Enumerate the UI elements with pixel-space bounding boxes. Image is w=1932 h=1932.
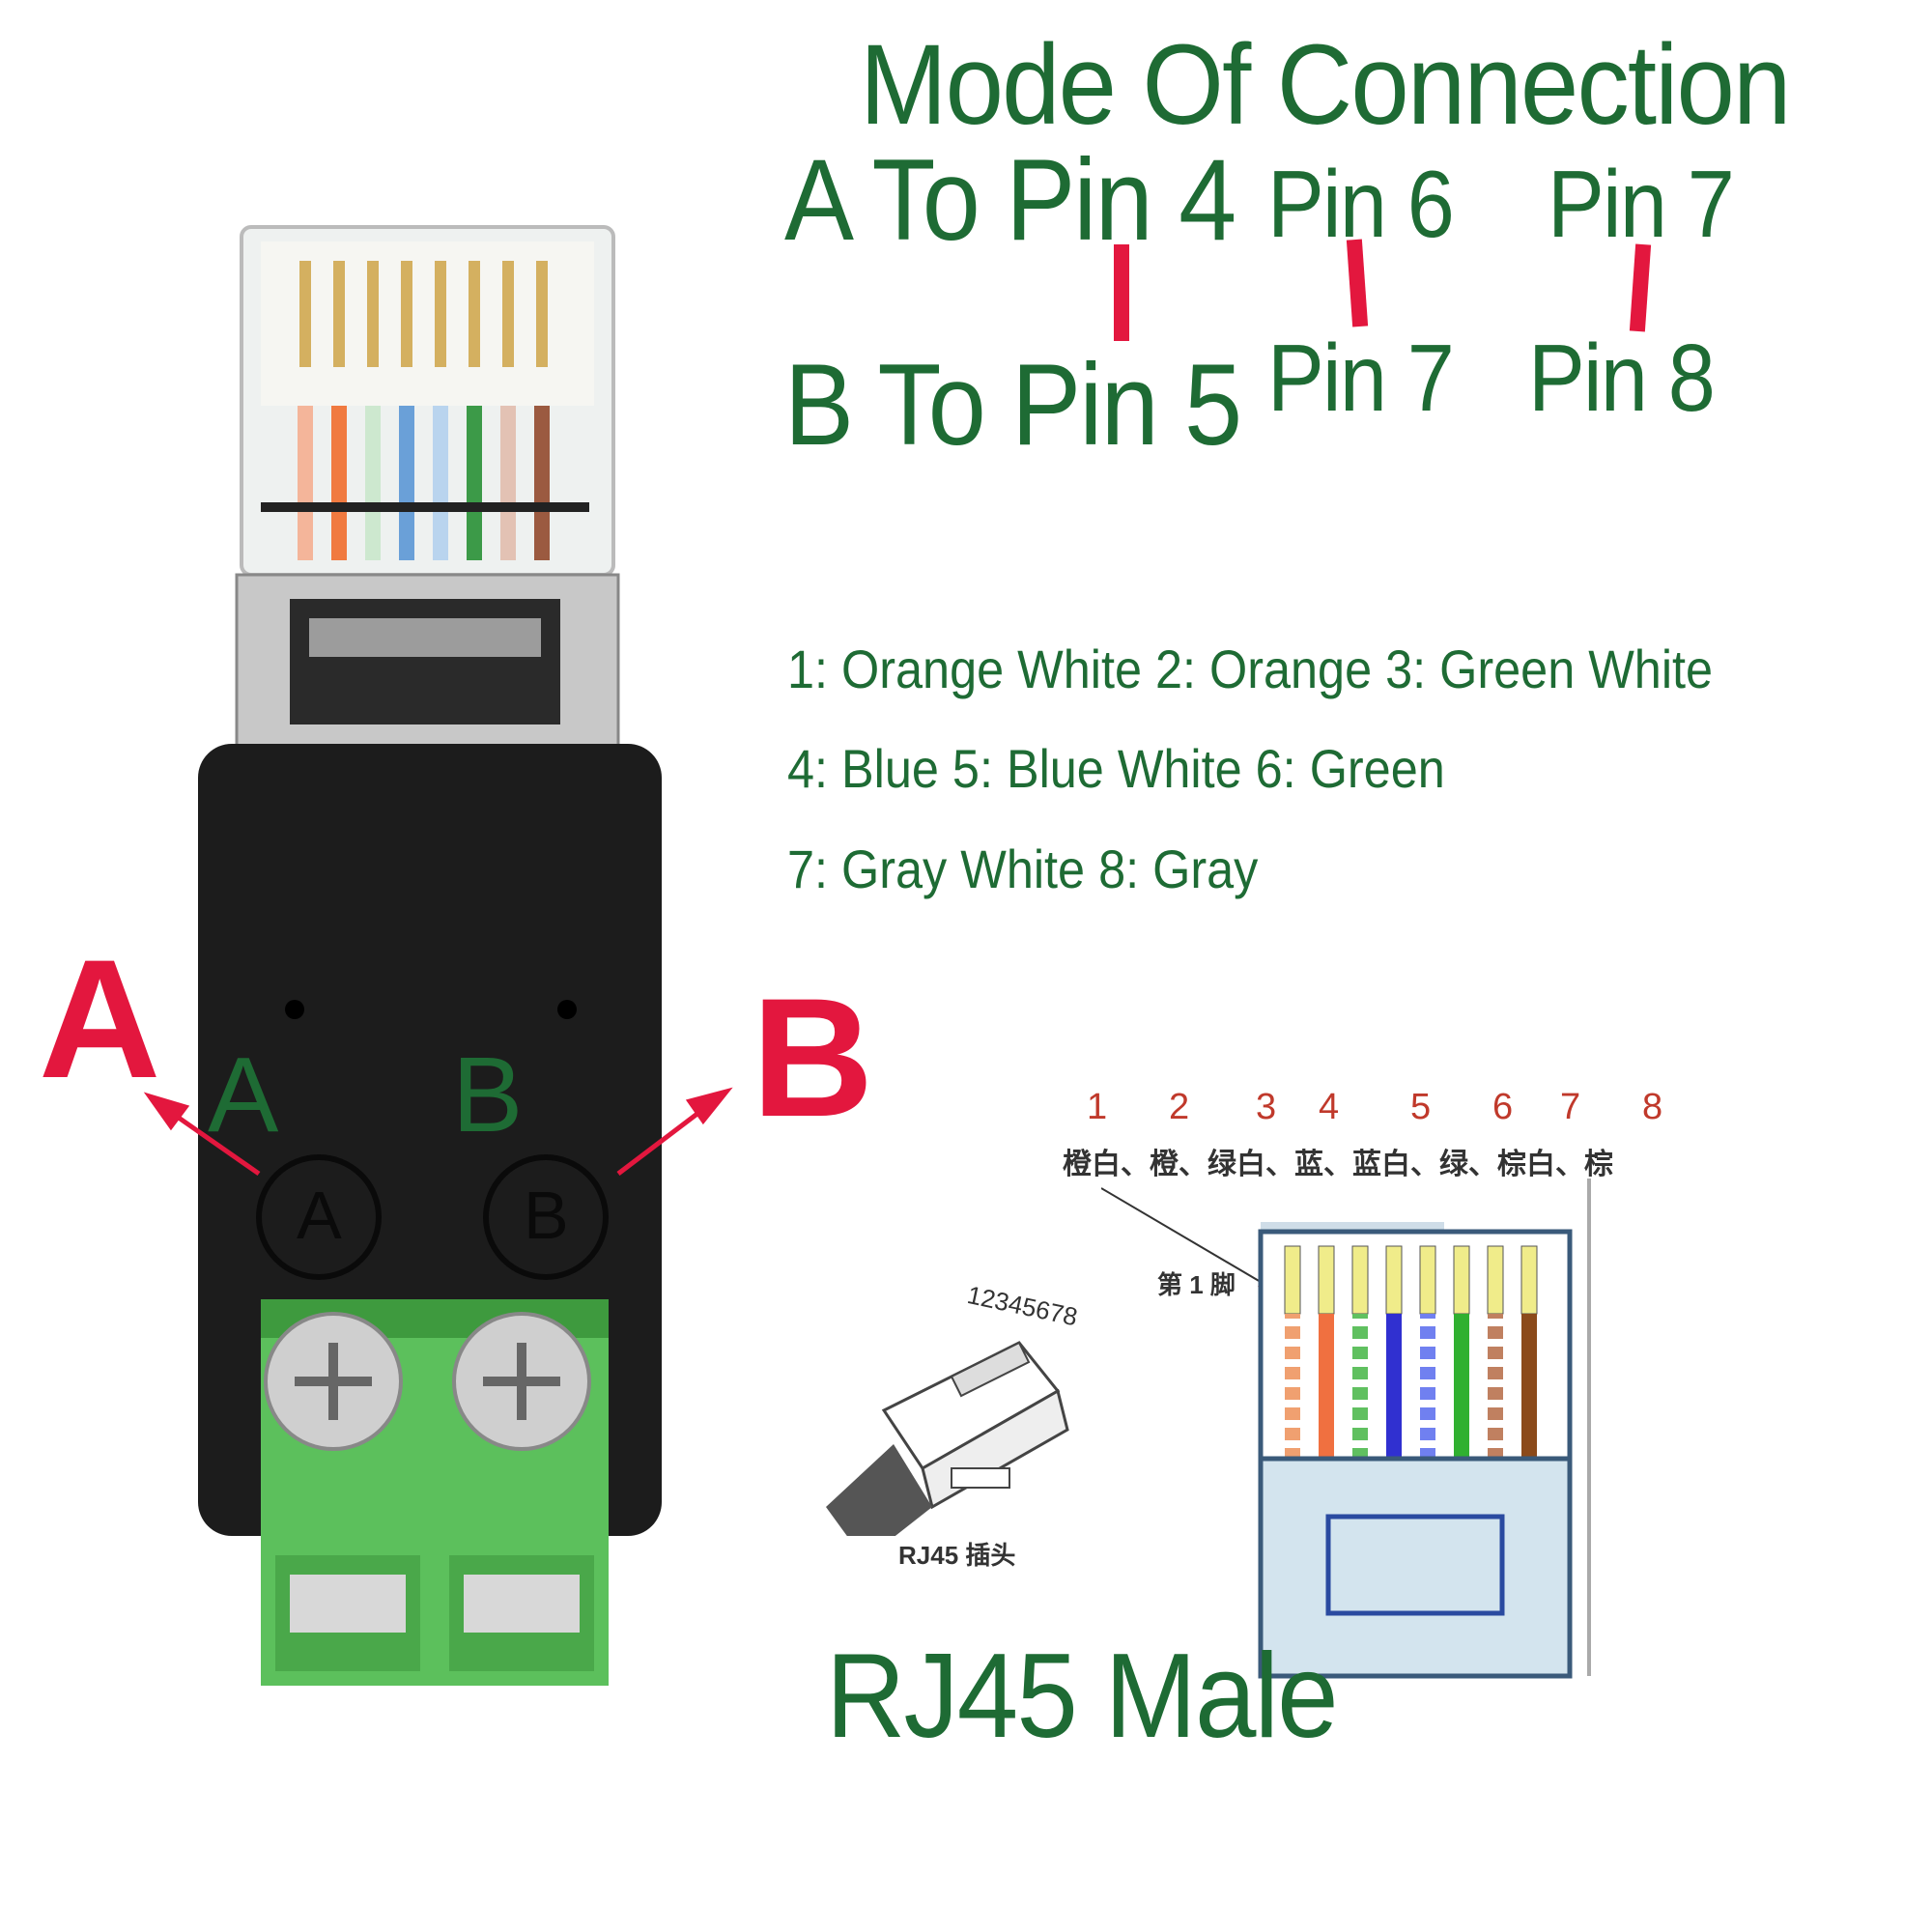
rj45-plug-head	[240, 225, 615, 577]
pin-number: 3	[1256, 1087, 1277, 1127]
mapping-col3-bottom: Pin 8	[1528, 325, 1716, 431]
wire-stripe	[1488, 1359, 1503, 1367]
mapping-col3-top: Pin 7	[1548, 151, 1735, 257]
jack-contact	[1318, 1245, 1335, 1315]
mapping-b-label: B To Pin 5	[784, 340, 1242, 469]
jack-contact	[1284, 1245, 1301, 1315]
arrow-to-a	[143, 1092, 261, 1177]
wire-stripe	[1352, 1379, 1368, 1387]
plug-contacts	[299, 261, 548, 367]
pin-number: 7	[1560, 1087, 1581, 1127]
pin-number: 1	[1087, 1087, 1108, 1127]
pin-color-labels-cn: 橙白、橙、绿白、蓝、蓝白、绿、棕白、棕	[1063, 1149, 1613, 1180]
footer-title: RJ45 Male	[826, 1630, 1339, 1763]
mapping-a-label: A To Pin 4	[784, 135, 1236, 265]
plug-wires	[298, 406, 550, 560]
jack-wire	[1386, 1314, 1402, 1459]
emboss-letter-b: B	[524, 1178, 569, 1253]
jack-contact	[1385, 1245, 1403, 1315]
wire-stripe	[1285, 1359, 1300, 1367]
jack-wire	[1319, 1314, 1334, 1459]
wire-stripe	[1488, 1400, 1503, 1407]
wire-stripe	[1285, 1319, 1300, 1326]
wire-stripe	[1420, 1420, 1435, 1428]
jack-contact	[1453, 1245, 1470, 1315]
wire-stripe	[1285, 1420, 1300, 1428]
terminal-screw-a	[264, 1312, 403, 1451]
link-bar-1	[1114, 244, 1129, 341]
wire-stripe	[1285, 1400, 1300, 1407]
page-title: Mode Of Connection	[860, 21, 1791, 149]
legend-line-1: 1: Orange White 2: Orange 3: Green White	[787, 639, 1714, 699]
big-label-a: A	[39, 925, 161, 1114]
wire-stripe	[1420, 1440, 1435, 1448]
jack-contact	[1419, 1245, 1436, 1315]
pinout-diagram	[1101, 1179, 1591, 1679]
wire-stripe	[1488, 1420, 1503, 1428]
wire-stripe	[1352, 1359, 1368, 1367]
wire-stripe	[1420, 1379, 1435, 1387]
jack-wires	[1284, 1245, 1538, 1459]
big-label-b: B	[752, 964, 874, 1152]
wire-stripe	[1488, 1440, 1503, 1448]
wire-stripe	[1352, 1440, 1368, 1448]
wire-stripe	[1420, 1359, 1435, 1367]
pin-number: 2	[1169, 1087, 1190, 1127]
rj45-plug-sketch	[826, 1341, 1069, 1536]
mapping-col2-bottom: Pin 7	[1267, 325, 1455, 431]
pin-number: 5	[1410, 1087, 1432, 1127]
wire-stripe	[1488, 1339, 1503, 1347]
wire-stripe	[1285, 1379, 1300, 1387]
wire-stripe	[1352, 1319, 1368, 1326]
body-hole-left	[285, 1000, 304, 1019]
emboss-circle-b	[483, 1154, 609, 1280]
pin1-label: 第 1 脚	[1157, 1270, 1236, 1299]
legend-line-3: 7: Gray White 8: Gray	[787, 838, 1259, 899]
jack-wire	[1521, 1314, 1537, 1459]
pin-number: 8	[1642, 1087, 1663, 1127]
terminal-label-b: B	[452, 1036, 524, 1154]
jack-contact	[1351, 1245, 1369, 1315]
legend-line-2: 4: Blue 5: Blue White 6: Green	[787, 738, 1445, 799]
wire-stripe	[1420, 1339, 1435, 1347]
wire-stripe	[1352, 1400, 1368, 1407]
connector-illustration	[143, 225, 733, 1686]
plug-caption: RJ45 插头	[898, 1541, 1016, 1570]
wire-stripe	[1352, 1420, 1368, 1428]
wire-stripe	[1420, 1400, 1435, 1407]
terminal-label-a: A	[208, 1036, 279, 1154]
pin-number: 6	[1492, 1087, 1514, 1127]
wire-stripe	[1488, 1319, 1503, 1326]
wire-stripe	[1488, 1379, 1503, 1387]
pin-number: 4	[1319, 1087, 1340, 1127]
wire-stripe	[1285, 1440, 1300, 1448]
wire-stripe	[1285, 1339, 1300, 1347]
body-hole-right	[557, 1000, 577, 1019]
wire-stripe	[1420, 1319, 1435, 1326]
emboss-letter-a: A	[297, 1178, 342, 1253]
jack-contact	[1487, 1245, 1504, 1315]
terminal-screw-b	[452, 1312, 591, 1451]
pin-numbers: 1 2 3 4 5 6 7 8	[1058, 1087, 1686, 1135]
jack-wire	[1454, 1314, 1469, 1459]
wire-stripe	[1352, 1339, 1368, 1347]
emboss-circle-a	[256, 1154, 382, 1280]
arrow-to-b	[616, 1087, 733, 1176]
metal-shield	[235, 573, 620, 760]
jack-contact	[1520, 1245, 1538, 1315]
